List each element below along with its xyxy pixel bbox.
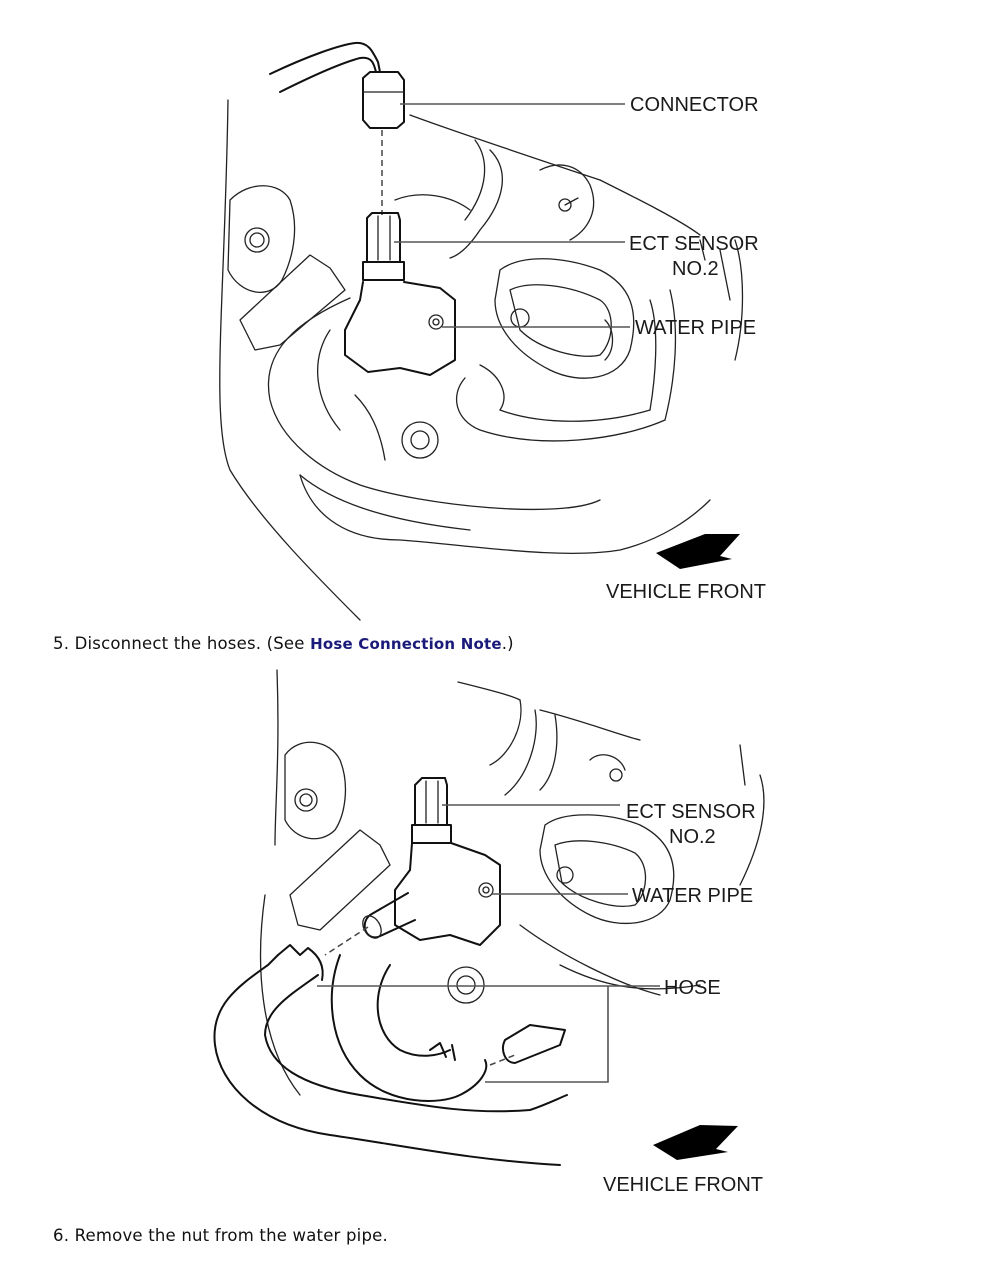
hose-lower [299, 474, 711, 554]
figure-connector-disconnect: CONNECTOR ECT SENSOR NO.2 WATER PIPE VEH… [0, 0, 986, 625]
ect-sensor-part [411, 777, 452, 844]
engine-diagram-1: CONNECTOR ECT SENSOR NO.2 WATER PIPE VEH… [219, 41, 766, 621]
step-5-text-end: .) [501, 634, 514, 653]
hose-left-outer [213, 954, 561, 1166]
water-pipe-housing [394, 842, 501, 946]
hose-leader-bracket [485, 986, 609, 1083]
wire-harness [269, 41, 381, 75]
water-pipe-label: WATER PIPE [632, 885, 753, 907]
vehicle-front-arrow-icon [656, 534, 740, 569]
water-pipe-label: WATER PIPE [635, 317, 756, 339]
connector-part [362, 71, 405, 129]
nut [428, 314, 444, 330]
step-5: 5. Disconnect the hoses. (See Hose Conne… [53, 634, 514, 653]
ect-sensor-label-line2: NO.2 [672, 258, 719, 280]
water-pipe-flange [539, 814, 675, 925]
step-5-number: 5. [53, 634, 70, 653]
water-pipe-housing [344, 281, 456, 376]
hose-left-inner [264, 974, 568, 1113]
hose-center [330, 954, 488, 1102]
step-6-text: Remove the nut from the water pipe. [74, 1226, 388, 1245]
vehicle-front-label: VEHICLE FRONT [606, 581, 766, 603]
bracket [227, 185, 296, 293]
ect-sensor-part [362, 212, 405, 281]
hose-clamp-center [429, 1042, 456, 1061]
engine-diagram-2: ECT SENSOR NO.2 WATER PIPE HOSE VEHICLE … [213, 669, 765, 1196]
engine-outline [219, 99, 361, 621]
hose-label: HOSE [664, 977, 721, 999]
hose-connection-note-link[interactable]: Hose Connection Note [310, 635, 502, 653]
vehicle-front-arrow-icon [653, 1125, 738, 1160]
figure-hose-disconnect: ECT SENSOR NO.2 WATER PIPE HOSE VEHICLE … [0, 665, 986, 1210]
step-5-text: Disconnect the hoses. (See [74, 634, 311, 653]
ect-sensor-label-line2: NO.2 [669, 826, 716, 848]
connector-label: CONNECTOR [630, 94, 759, 116]
vehicle-front-label: VEHICLE FRONT [603, 1174, 763, 1196]
ect-sensor-label: ECT SENSOR [626, 801, 756, 823]
hose-upper [267, 297, 601, 511]
engine-outline [259, 669, 301, 1096]
step-6: 6. Remove the nut from the water pipe. [53, 1226, 388, 1245]
hose-clamp-left [277, 944, 324, 981]
pipe-stub [363, 892, 416, 939]
pipe-stub-right [502, 1024, 566, 1064]
water-pipe-flange [494, 258, 635, 379]
hose-right [456, 377, 666, 442]
bracket [284, 741, 347, 840]
ect-sensor-label: ECT SENSOR [629, 233, 759, 255]
step-6-number: 6. [53, 1226, 70, 1245]
nut [478, 882, 494, 898]
